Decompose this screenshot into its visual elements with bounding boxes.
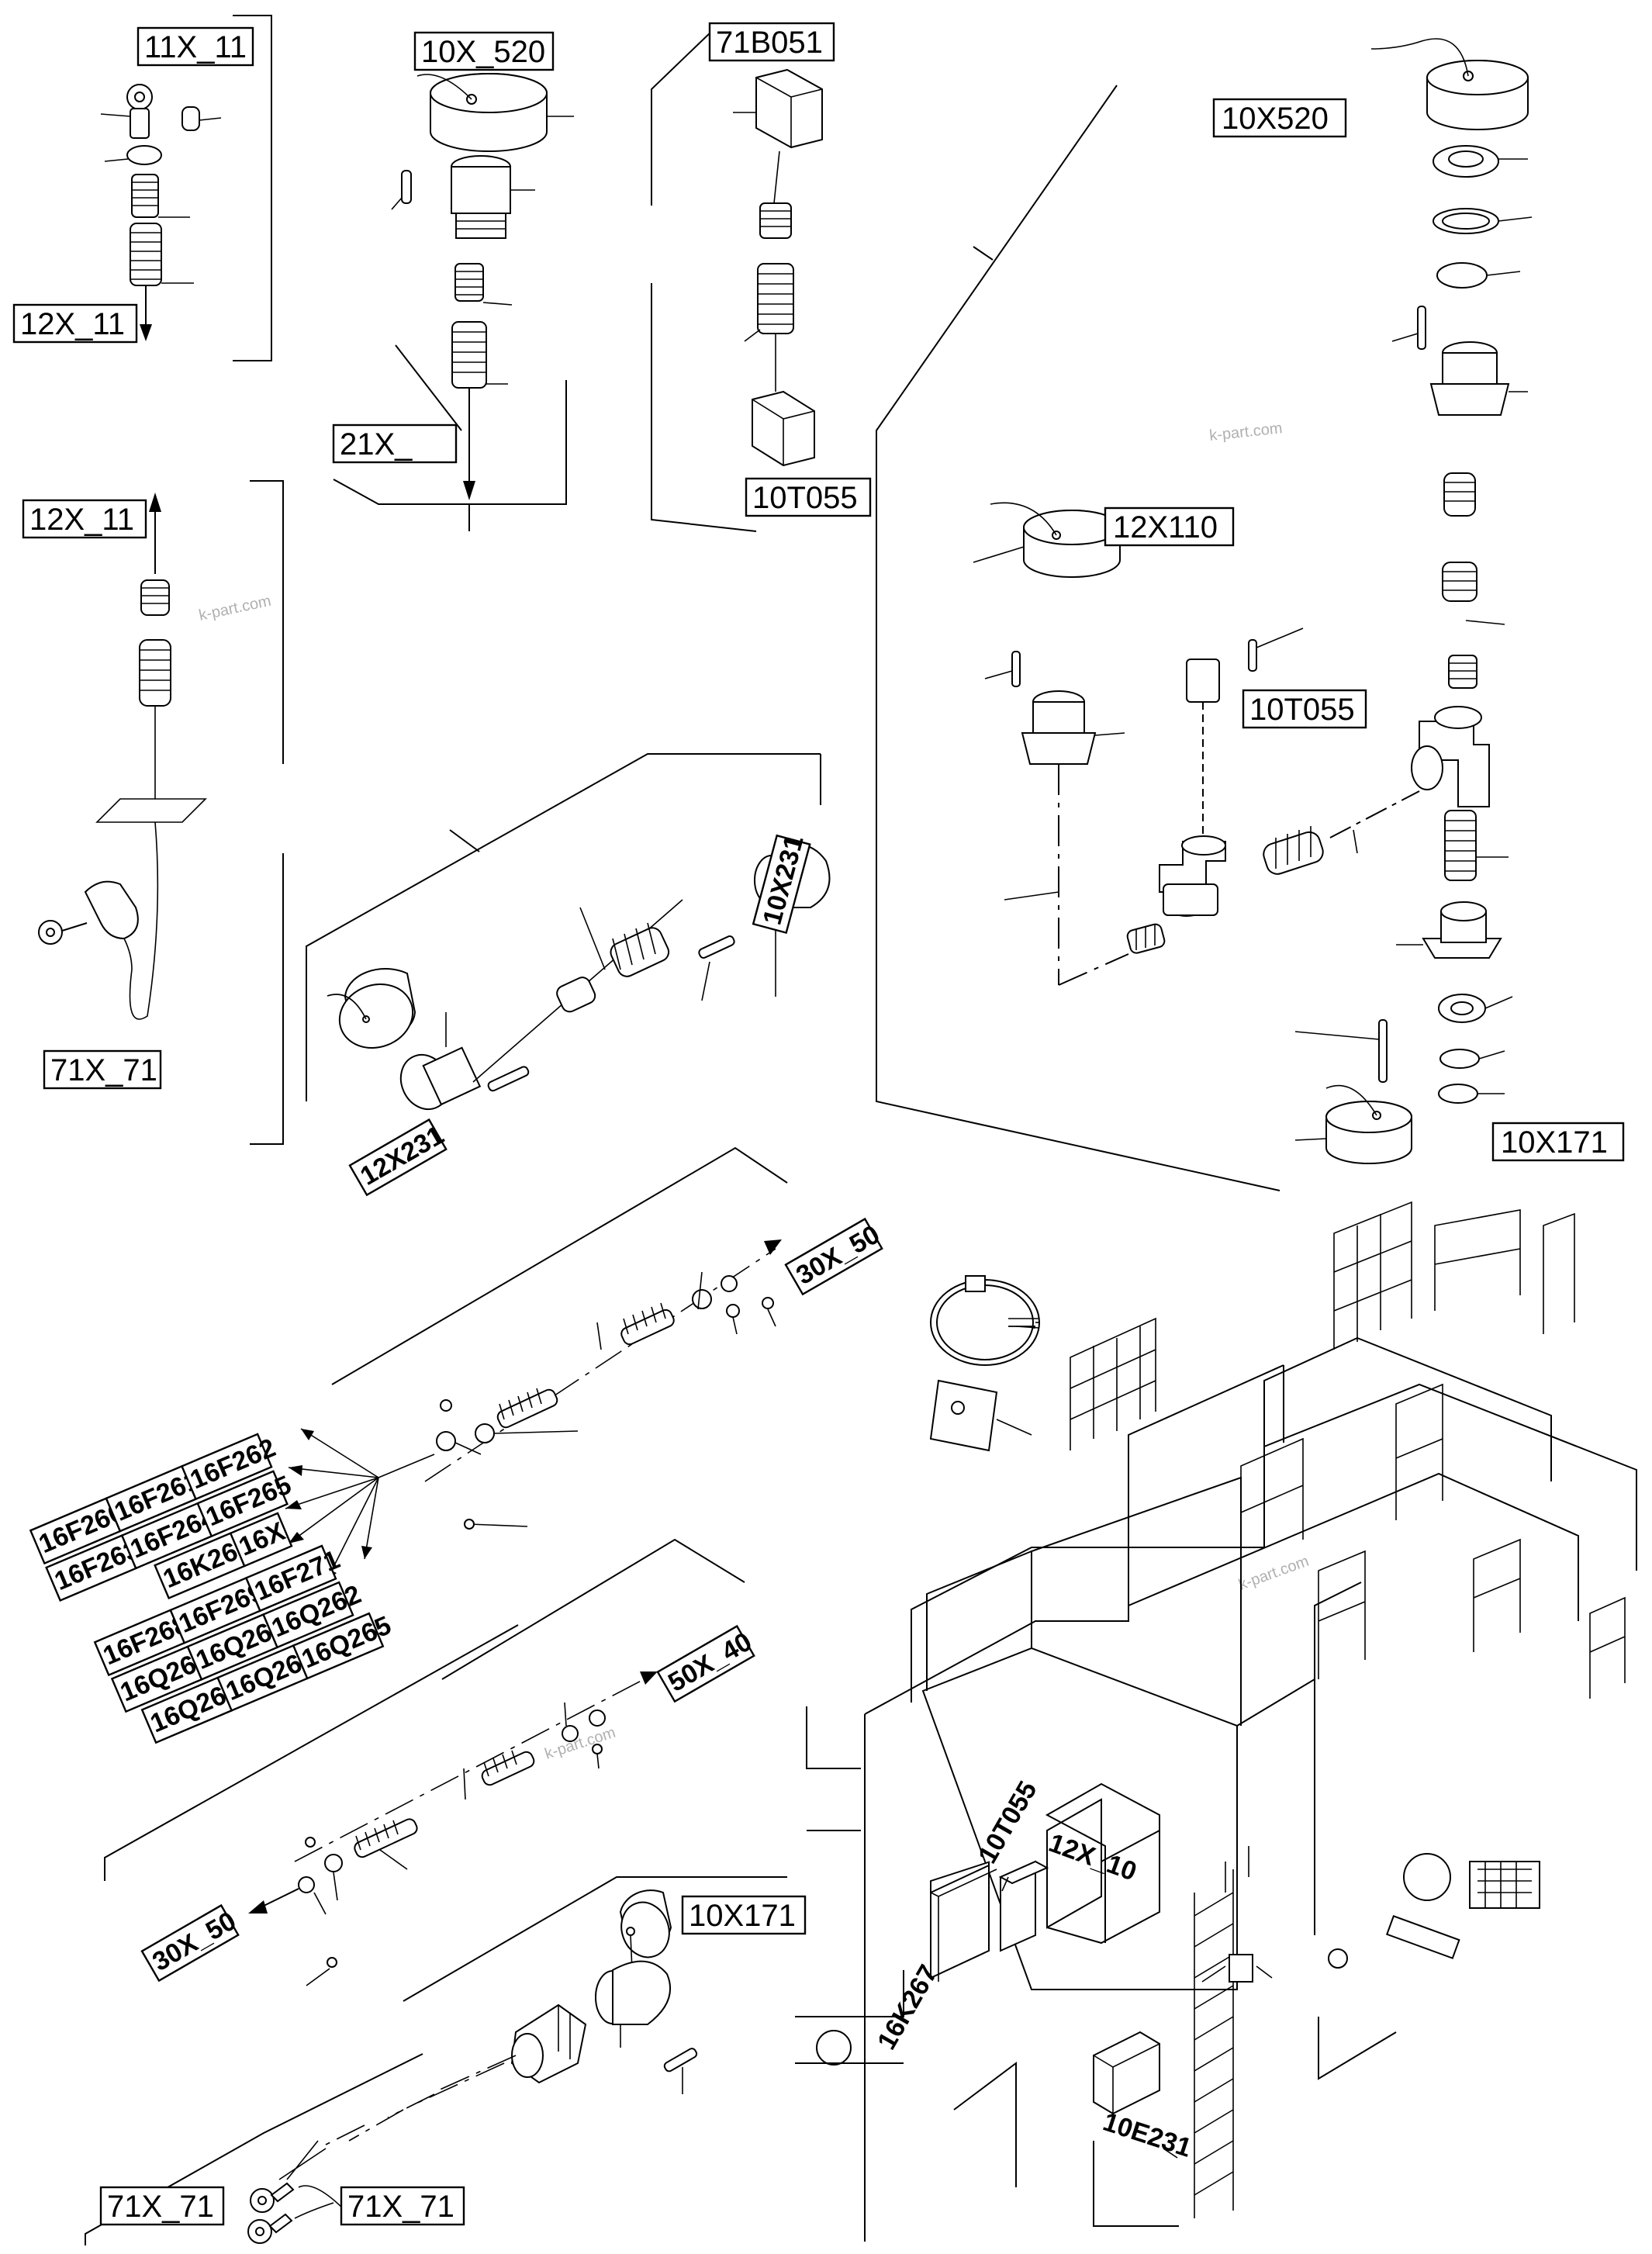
label-12x231: 12X231 [348,1118,449,1197]
label-71x71-a: 71X_71 [43,1049,162,1090]
svg-text:10X520: 10X520 [1222,102,1329,136]
label-30x50-b: 30X_50 [140,1903,241,1983]
grid-cell [261,1581,354,1649]
label-10t055-b: 10T055 [1242,689,1367,729]
cable-tie [929,1275,1040,1452]
grid-cell [292,1612,385,1680]
connector-group-12x11: 12X_11 71X_71 [22,480,284,1145]
component-box-10t055 [998,1860,1049,1952]
svg-text:71X_71: 71X_71 [107,2190,214,2224]
svg-text:71X_71: 71X_71 [50,1053,157,1087]
svg-text:11X_11: 11X_11 [144,30,247,64]
label-12x11-top: 12X_11 [12,303,138,344]
watermark: k-part.com [1208,420,1283,444]
connector-group-10x520: 10X_520 21X_ [332,31,574,531]
label-71b051: 71B051 [708,22,835,62]
label-16k267: 16K267 [872,1960,943,2055]
connector-group-10x231: 10X231 12X231 [306,753,831,1197]
label-21x: 21X_ [332,423,458,464]
label-10x171-b: 10X171 [681,1895,807,1935]
svg-text:10T055: 10T055 [1249,693,1355,727]
label-10x171-a: 10X171 [1491,1122,1625,1162]
component-box-16k267 [930,1864,997,1982]
svg-text:10X_520: 10X_520 [421,35,545,69]
connector-group-16f: 30X_50 [29,1146,885,1744]
svg-text:12X_11: 12X_11 [20,307,125,341]
label-10t055-c: 10T055 [973,1776,1043,1869]
label-10x520-a: 10X_520 [413,31,555,71]
component-box-12x10 [1045,1782,1160,1945]
component-box-10e231 [1093,2031,1160,2115]
grid-cell [196,1470,289,1538]
label-50x40: 50X_40 [656,1624,757,1703]
watermark: k-part.com [543,1724,618,1763]
connector-group-10x171: 10X171 71X_71 71X_71 [85,1876,807,2245]
label-11x11: 11X_11 [137,26,254,67]
label-10t055-a: 10T055 [745,477,872,517]
svg-text:10X171: 10X171 [1501,1125,1608,1160]
watermark: k-part.com [1236,1553,1311,1594]
label-71x71-b: 71X_71 [99,2186,225,2226]
svg-text:10T055: 10T055 [752,481,858,515]
svg-text:71B051: 71B051 [716,26,823,60]
svg-text:21X_: 21X_ [340,427,413,462]
grid-cell [180,1433,273,1501]
svg-text:12X110: 12X110 [1113,510,1218,544]
svg-text:10X171: 10X171 [689,1899,796,1933]
label-30x50-a: 30X_50 [784,1217,885,1296]
grid-cell [244,1544,337,1613]
grid-cell [229,1512,293,1568]
label-12x110: 12X110 [1104,506,1235,547]
machine-illustration: 10T055 12X_10 16K267 10E231 [795,1201,1637,2242]
svg-text:71X_71: 71X_71 [347,2190,454,2224]
connector-panel-right: 10X520 [876,38,1625,1191]
label-10e231: 10E231 [1100,2107,1195,2162]
label-71x71-c: 71X_71 [340,2186,465,2226]
connector-group-11x11: 11X_11 12X_11 [12,15,272,361]
connector-group-71b051: 71B051 10T055 [651,22,872,532]
svg-text:12X_11: 12X_11 [29,503,134,537]
label-12x11-mid: 12X_11 [22,499,147,539]
label-10x520-b: 10X520 [1212,98,1347,138]
reference-grid: 16F260 16F261 16F262 16F263 16F264 16F26… [29,1433,396,1744]
watermark: k-part.com [197,593,272,624]
